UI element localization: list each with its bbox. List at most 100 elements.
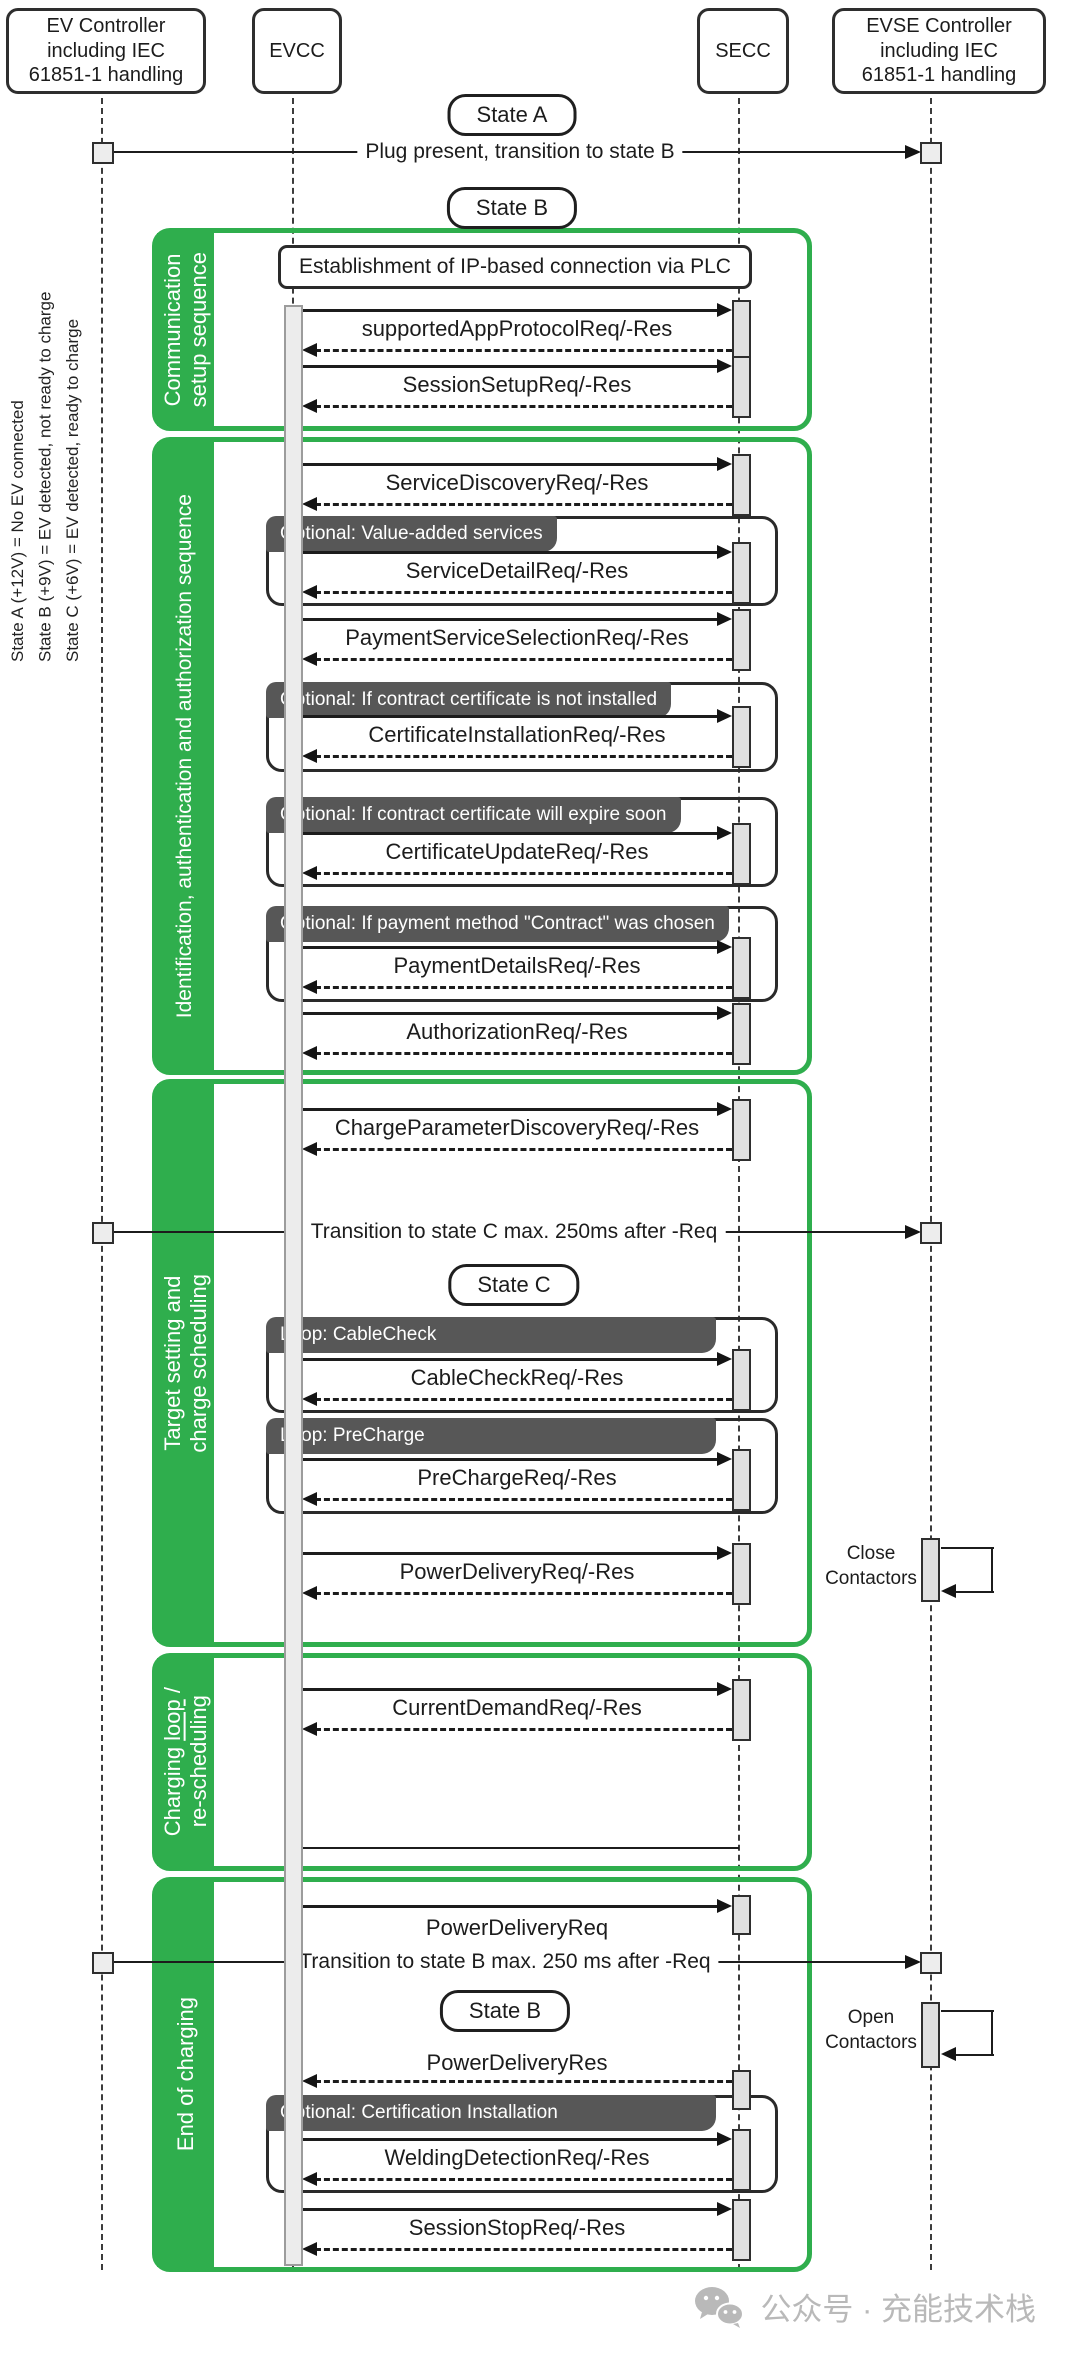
message-authorization: AuthorizationReq/-Res (302, 1003, 751, 1065)
ev-activation-square (92, 142, 114, 164)
section-communication-setup: Communication setup sequence (152, 228, 812, 431)
arrowhead-right-icon (905, 1955, 921, 1969)
message-label: ServiceDiscoveryReq/-Res (385, 470, 649, 495)
request-line (302, 1012, 719, 1015)
ev-activation-square (92, 1952, 114, 1974)
arrowhead-left-icon (941, 1584, 956, 1598)
loop-frame-cablecheck: Loop: CableCheck (266, 1317, 778, 1413)
message-label: ChargeParameterDiscoveryReq/-Res (334, 1115, 700, 1140)
secc-activation (732, 454, 751, 516)
message-supported-app-protocol: supportedAppProtocolReq/-Res (302, 300, 751, 362)
request-line (302, 365, 719, 368)
secc-activation (732, 1099, 751, 1161)
secc-activation (732, 356, 751, 418)
request-line (302, 1458, 719, 1461)
wechat-icon (692, 2285, 746, 2329)
secc-activation (732, 1543, 751, 1605)
message-label: WeldingDetectionReq/-Res (384, 2145, 650, 2170)
transition-state-c-label: Transition to state C max. 250ms after -… (302, 1219, 726, 1245)
message-label: PowerDeliveryRes (426, 2050, 608, 2075)
secc-activation (732, 1449, 751, 1511)
state-b-end-badge: State B (439, 1990, 571, 2032)
self-message-line (941, 2010, 994, 2012)
message-label: PaymentDetailsReq/-Res (393, 953, 641, 978)
arrowhead-left-icon (302, 497, 317, 511)
message-session-setup: SessionSetupReq/-Res (302, 356, 751, 418)
request-line (302, 2208, 719, 2211)
section-label-column: Charging loop /re-scheduling (157, 1658, 214, 1866)
request-line (302, 618, 719, 621)
arrowhead-left-icon (302, 1142, 317, 1156)
response-line (315, 2080, 732, 2083)
actor-box-evse-controller: EVSE Controller including IEC 61851-1 ha… (832, 8, 1046, 94)
message-label: PaymentServiceSelectionReq/-Res (345, 625, 689, 650)
arrowhead-right-icon (717, 359, 732, 373)
arrowhead-left-icon (302, 2074, 317, 2088)
actor-box-evcc: EVCC (252, 8, 342, 94)
watermark: 公众号 · 充能技术栈 (0, 2284, 1036, 2329)
arrowhead-right-icon (717, 2132, 732, 2146)
request-line (302, 1108, 719, 1111)
message-certificate-update: CertificateUpdateReq/-Res (302, 823, 751, 885)
arrowhead-right-icon (717, 1102, 732, 1116)
message-payment-service-selection: PaymentServiceSelectionReq/-Res (302, 609, 751, 671)
optional-frame-tab: Optional: If contract certificate will e… (266, 797, 681, 833)
lifeline-evse-controller (930, 88, 932, 2270)
request-line (302, 946, 719, 949)
request-line (302, 832, 719, 835)
self-message-line (991, 2010, 993, 2056)
optional-frame-tab: Optional: Value-added services (266, 516, 557, 552)
arrowhead-left-icon (302, 1046, 317, 1060)
arrowhead-right-icon (717, 457, 732, 471)
secc-activation (732, 706, 751, 768)
open-contactors-label: Open Contactors (825, 2007, 917, 2053)
arrowhead-right-icon (717, 612, 732, 626)
arrowhead-right-icon (717, 1682, 732, 1696)
secc-activation (732, 823, 751, 885)
section-identification-authorization: Identification, authentication and autho… (152, 437, 812, 1075)
arrowhead-right-icon (717, 940, 732, 954)
state-b-badge: State B (446, 187, 578, 229)
self-message-line (991, 1547, 993, 1593)
secc-activation (732, 1895, 751, 1935)
optional-frame-payment-contract: Optional: If payment method "Contract" w… (266, 906, 778, 1002)
label-part-underlined: loop (159, 1699, 185, 1742)
response-line (315, 1728, 732, 1731)
arrowhead-left-icon (302, 343, 317, 357)
section-label: Communication setup sequence (159, 251, 211, 408)
response-line (315, 591, 732, 594)
section-label: Target setting and charge scheduling (159, 1273, 211, 1453)
request-line (302, 1688, 719, 1691)
secc-activation (732, 2129, 751, 2191)
secc-activation (732, 937, 751, 999)
label-part: Charging (159, 1741, 185, 1837)
secc-activation (732, 609, 751, 671)
arrowhead-left-icon (302, 980, 317, 994)
evse-activation (921, 2002, 940, 2068)
optional-frame-tab: Optional: Certification Installation (266, 2095, 716, 2131)
message-label: CertificateInstallationReq/-Res (368, 722, 666, 747)
message-payment-details: PaymentDetailsReq/-Res (302, 937, 751, 999)
evse-activation-square (920, 1222, 942, 1244)
section-label: Identification, authentication and autho… (173, 493, 197, 1019)
message-cable-check: CableCheckReq/-Res (302, 1349, 751, 1411)
message-power-delivery-req: PowerDeliveryReq (302, 1895, 751, 1940)
plug-present-label: Plug present, transition to state B (357, 139, 683, 165)
arrowhead-right-icon (717, 1006, 732, 1020)
optional-frame-tab: Optional: If payment method "Contract" w… (266, 906, 729, 942)
response-line (315, 349, 732, 352)
arrowhead-right-icon (905, 1225, 921, 1239)
watermark-text: 公众号 · 充能技术栈 (760, 2292, 1036, 2327)
evcc-activation-bar (284, 305, 303, 2266)
message-label: PowerDeliveryReq/-Res (399, 1559, 635, 1584)
message-service-detail: ServiceDetailReq/-Res (302, 542, 751, 604)
request-line (302, 715, 719, 718)
section-target-setting: Target setting and charge scheduling (152, 1079, 812, 1647)
message-label: SessionStopReq/-Res (408, 2215, 626, 2240)
response-line (315, 1398, 732, 1401)
loop-frame-tab: Loop: PreCharge (266, 1418, 716, 1454)
label-part: / (159, 1687, 185, 1700)
arrowhead-left-icon (302, 749, 317, 763)
lifeline-secc (738, 88, 740, 2270)
arrowhead-right-icon (717, 1452, 732, 1466)
